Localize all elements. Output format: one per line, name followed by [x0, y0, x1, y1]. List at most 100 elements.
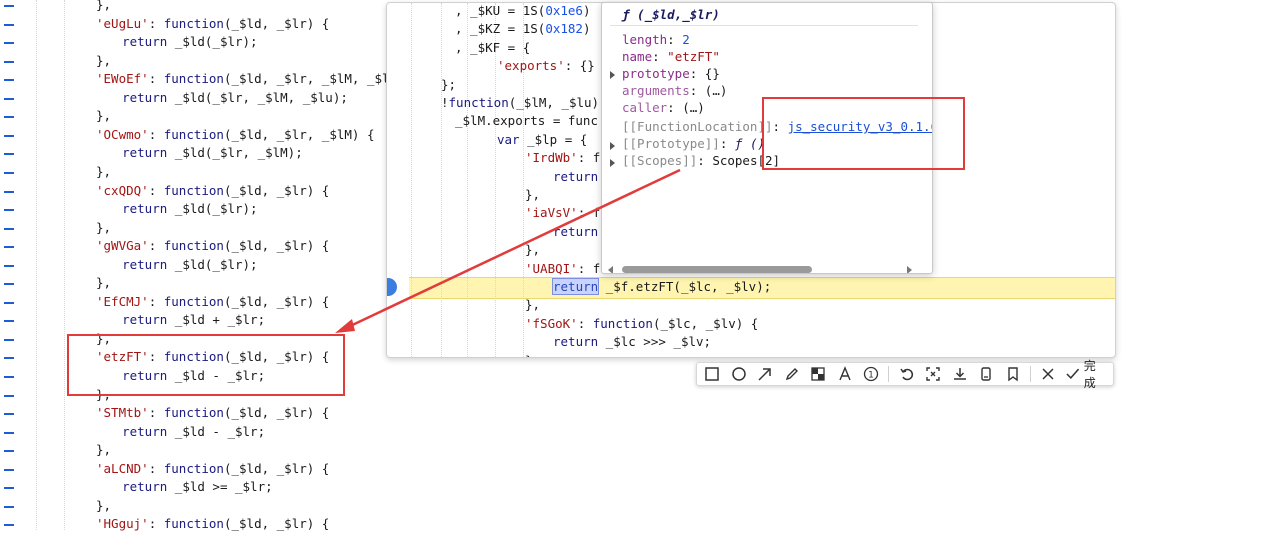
panel-code-line: return _$lc >>> _$lv; — [553, 333, 711, 351]
gutter-marker — [4, 264, 14, 267]
panel-code-line: 'fSGoK': function(_$lc, _$lv) { — [525, 315, 758, 333]
undo-icon[interactable] — [897, 365, 915, 384]
rectangle-icon[interactable] — [703, 365, 721, 384]
code-token: : — [577, 315, 593, 331]
prop-name: name: "etzFT" — [622, 49, 720, 64]
code-line: return _$ld(_$lr); — [92, 33, 257, 51]
crop-icon[interactable] — [924, 365, 942, 384]
code-token: _$ld - _$lr; — [167, 423, 266, 439]
code-token: : — [148, 182, 164, 198]
code-token: }, — [96, 497, 112, 513]
code-line: return _$ld(_$lr, _$lM, _$lu); — [92, 89, 348, 107]
code-line: }, — [96, 497, 111, 515]
prop-proto[interactable]: [[Prototype]]: ƒ () — [622, 136, 766, 151]
prop-scopes[interactable]: [[Scopes]]: Scopes[2] — [622, 153, 781, 168]
code-token: 'iaVsV' — [525, 205, 578, 221]
svg-text:1: 1 — [868, 371, 874, 381]
ellipse-icon[interactable] — [729, 365, 747, 384]
expand-proto-icon[interactable] — [610, 142, 615, 150]
code-token: _$f. — [598, 279, 636, 294]
code-token: _$ld >= _$lr; — [167, 479, 273, 495]
annotation-box-etzft — [67, 334, 345, 396]
function-location-link[interactable]: js_security_v3_0.1.6 — [787, 119, 933, 134]
gutter-marker — [4, 468, 14, 471]
code-token: }, — [525, 242, 541, 258]
code-token: }; — [441, 76, 457, 92]
text-icon[interactable] — [835, 365, 853, 384]
gutter-marker — [4, 171, 14, 174]
code-token: 'EWoEf' — [96, 71, 149, 87]
code-token: (_$ld, _$lr) { — [223, 15, 330, 31]
panel-code-line: return — [553, 168, 598, 186]
code-token: _$lM.exports = func — [455, 113, 598, 129]
indent-guide — [36, 0, 37, 530]
breakpoint-marker[interactable] — [387, 278, 397, 296]
gutter-marker — [4, 376, 14, 378]
code-token: return — [551, 278, 600, 295]
bookmark-icon[interactable] — [1003, 365, 1021, 384]
code-token: 'etzFT' — [96, 349, 149, 365]
panel-code-line: !function(_$lM, _$lu) { — [441, 94, 614, 112]
panel-code-line: 'IrdWb': fu — [525, 149, 608, 167]
close-icon[interactable] — [1039, 365, 1057, 384]
code-token: (_$ld, _$lr) { — [223, 238, 330, 254]
code-token: , _$KF = { — [455, 39, 531, 55]
code-token: return — [92, 89, 168, 105]
code-token: (_$ld, _$lr) { — [223, 460, 330, 476]
code-token: _$ld(_$lr); — [167, 201, 258, 217]
code-line: 'cxQDQ': function(_$ld, _$lr) { — [96, 182, 329, 200]
code-token: 'exports' — [497, 58, 565, 74]
code-token: : — [148, 349, 164, 365]
prop-caller[interactable]: caller: (…) — [622, 100, 705, 115]
code-token: 'STMtb' — [96, 405, 149, 421]
code-token: 'HGguj' — [96, 516, 149, 532]
code-token: return — [92, 145, 168, 161]
code-line: return _$ld(_$lr); — [92, 200, 258, 218]
gutter-marker — [4, 246, 14, 249]
code-token: }, — [96, 219, 112, 235]
code-token: , _$KU = 1S( — [455, 3, 546, 18]
code-token: 'aLCND' — [96, 460, 149, 476]
toolbar-divider — [1029, 366, 1031, 382]
code-token: : — [148, 15, 164, 31]
code-line: }, — [96, 0, 111, 14]
code-token: return — [92, 312, 168, 328]
gutter-marker — [4, 450, 14, 453]
gutter-marker — [4, 42, 14, 45]
mosaic-icon[interactable] — [809, 365, 827, 384]
popup-divider — [610, 25, 918, 26]
code-token: }, — [96, 52, 112, 68]
arrow-icon[interactable] — [756, 365, 774, 384]
code-token: ! — [441, 95, 449, 110]
expand-scopes-icon[interactable] — [610, 159, 615, 167]
scroll-left-icon[interactable] — [608, 266, 613, 273]
scroll-right-icon[interactable] — [907, 266, 912, 273]
pin-icon[interactable] — [977, 365, 995, 384]
prop-arguments[interactable]: arguments: (…) — [622, 83, 728, 98]
code-line: return _$ld(_$lr); — [92, 256, 257, 274]
code-token: 'OCwmo' — [96, 126, 149, 142]
pen-icon[interactable] — [782, 365, 800, 384]
code-line: return _$ld + _$lr; — [92, 311, 265, 329]
horizontal-scrollbar[interactable] — [608, 263, 916, 273]
code-token: function — [163, 293, 224, 309]
gutter-marker — [4, 338, 14, 341]
expand-prototype-icon[interactable] — [610, 71, 615, 79]
panel-code-line: }, — [525, 186, 540, 204]
download-icon[interactable] — [950, 365, 968, 384]
done-button[interactable]: 完成 — [1065, 357, 1107, 391]
prop-prototype[interactable]: prototype: {} — [622, 66, 720, 81]
gutter-marker — [4, 209, 14, 212]
code-token: function — [592, 315, 653, 331]
number-icon[interactable]: 1 — [862, 365, 880, 384]
code-token: }, — [525, 187, 541, 202]
toolbar-divider — [888, 366, 890, 382]
code-line: return _$ld - _$lr; — [92, 423, 265, 441]
code-token: return — [553, 168, 599, 184]
gutter-marker — [4, 283, 14, 286]
code-token: , _$KZ = 1S( — [455, 21, 546, 37]
done-label: 完成 — [1083, 359, 1096, 390]
scrollbar-thumb[interactable] — [622, 266, 812, 273]
gutter-marker — [4, 320, 14, 323]
